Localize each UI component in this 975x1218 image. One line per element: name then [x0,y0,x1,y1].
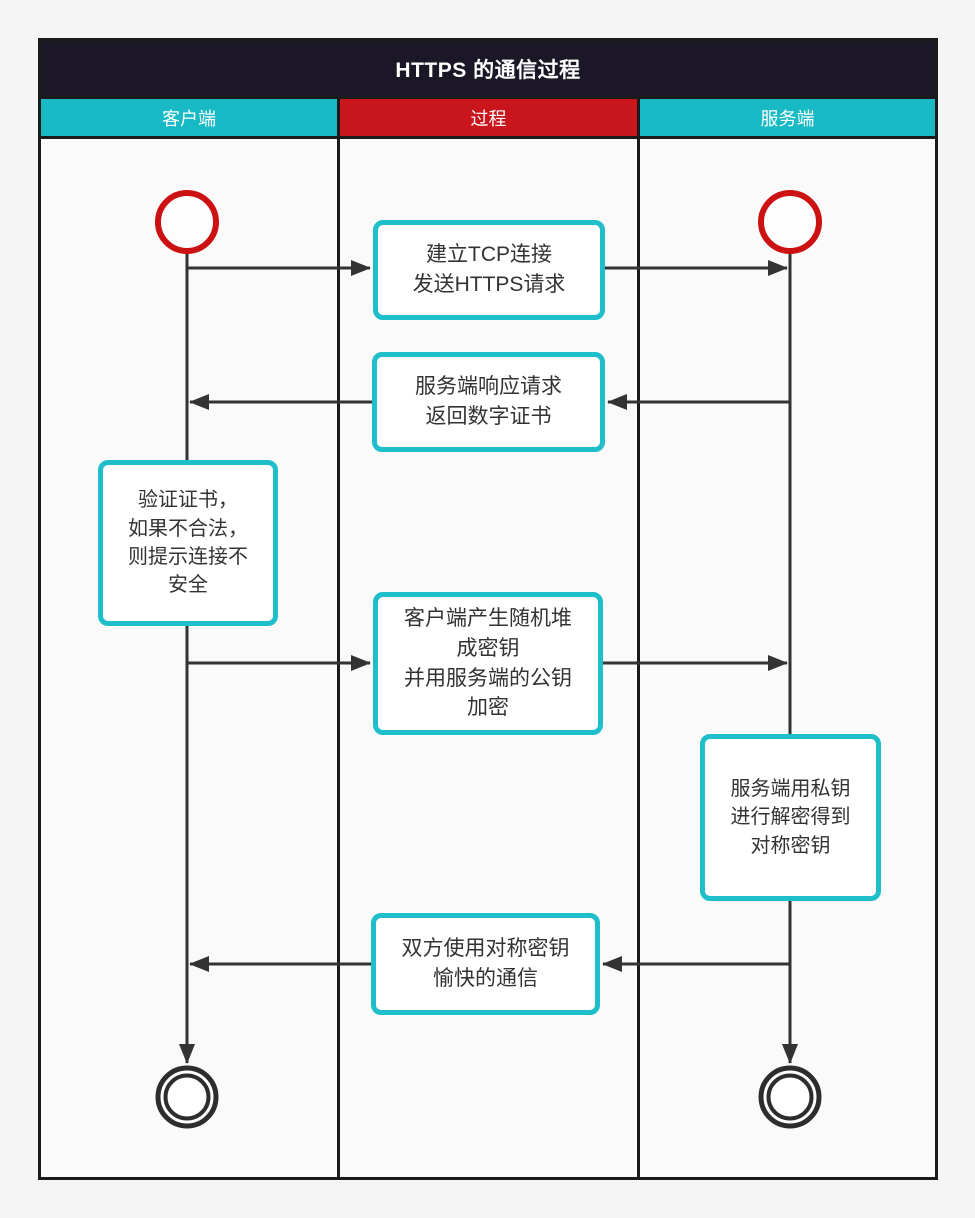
node-server-decrypt: 服务端用私钥 进行解密得到 对称密钥 [700,734,881,901]
lane-header-row: 客户端 过程 服务端 [41,99,935,139]
lane-header-separator [637,99,640,136]
lane-header-process: 过程 [340,99,637,136]
node-symmetric-communication: 双方使用对称密钥 愉快的通信 [371,913,600,1015]
lane-header-separator [337,99,340,136]
node-server-response: 服务端响应请求 返回数字证书 [372,352,605,452]
node-tcp-request: 建立TCP连接 发送HTTPS请求 [373,220,605,320]
lane-header-server: 服务端 [640,99,935,136]
lane-header-client: 客户端 [41,99,337,136]
diagram-title-band: HTTPS 的通信过程 [41,41,935,99]
node-client-generate-key: 客户端产生随机堆 成密钥 并用服务端的公钥 加密 [373,592,603,735]
node-verify-certificate: 验证证书， 如果不合法， 则提示连接不 安全 [98,460,278,626]
lane-divider-left [337,139,340,1177]
diagram-title: HTTPS 的通信过程 [395,58,581,82]
lane-divider-right [637,139,640,1177]
